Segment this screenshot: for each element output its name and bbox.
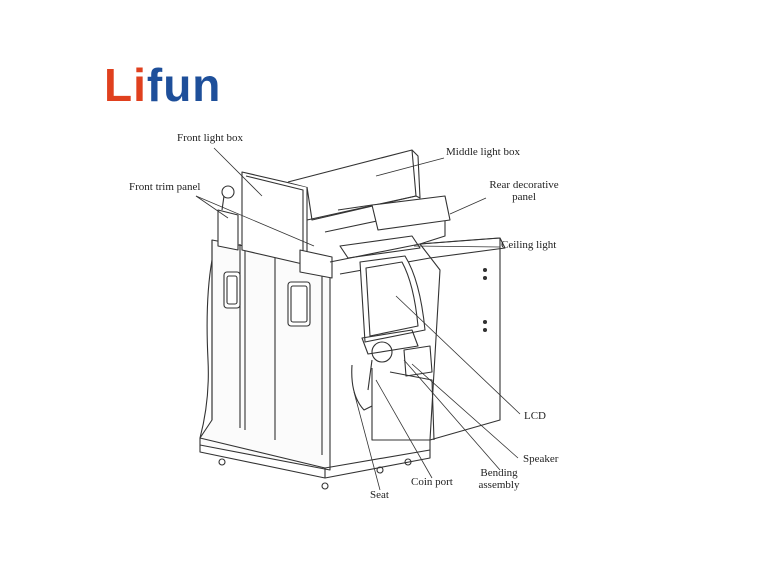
leader-front-light-box bbox=[213, 147, 263, 197]
cabinet-base bbox=[199, 437, 431, 469]
leader-lcd bbox=[395, 295, 521, 415]
label-bending-line1: Bending bbox=[480, 467, 518, 479]
leader-rear-panel bbox=[449, 197, 487, 215]
seat bbox=[351, 364, 373, 411]
label-bending-line2: assembly bbox=[478, 478, 520, 491]
label-rear-decorative-panel: Rear decorative panel bbox=[482, 179, 566, 203]
leader-bending bbox=[403, 359, 501, 471]
leader-middle-light-box bbox=[375, 157, 445, 177]
label-front-light-box: Front light box bbox=[177, 132, 244, 144]
label-ceiling-light: Ceiling light bbox=[501, 239, 557, 251]
left-window bbox=[223, 271, 241, 309]
rear-decorative-panel bbox=[371, 195, 451, 231]
front-trim-panel-right bbox=[299, 249, 333, 279]
label-lcd: LCD bbox=[524, 410, 546, 422]
label-middle-light-box: Middle light box bbox=[446, 146, 520, 158]
label-rear-decorative-line2: panel bbox=[512, 190, 536, 203]
brand-logo: Lifun bbox=[104, 62, 221, 108]
leader-ceiling-light bbox=[413, 245, 501, 248]
leader-front-trim-a bbox=[195, 195, 229, 219]
ceiling-light bbox=[339, 235, 421, 259]
cabinet-right-body bbox=[419, 237, 501, 441]
label-coin-port: Coin port bbox=[411, 476, 453, 488]
label-rear-decorative-line1: Rear decorative bbox=[489, 179, 559, 191]
bending-assembly bbox=[361, 329, 419, 355]
label-bending-assembly: Bending assembly bbox=[473, 467, 525, 491]
logo-text-fun: fun bbox=[146, 59, 222, 111]
leader-coin-port bbox=[375, 379, 433, 479]
label-front-trim-panel: Front trim panel bbox=[129, 181, 201, 193]
label-seat: Seat bbox=[370, 489, 389, 501]
front-trim-panel-left bbox=[217, 209, 239, 251]
label-speaker: Speaker bbox=[523, 453, 559, 465]
logo-text-li: Li bbox=[104, 59, 147, 111]
front-window bbox=[287, 281, 311, 327]
leader-speaker bbox=[411, 363, 519, 459]
leader-seat bbox=[353, 391, 381, 491]
leader-front-trim-b bbox=[195, 195, 315, 247]
